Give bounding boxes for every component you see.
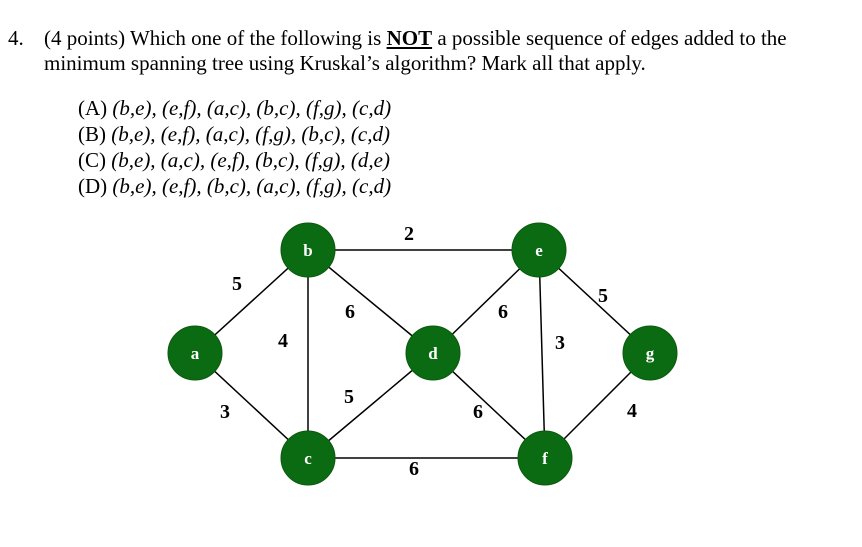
node-c: c <box>280 430 336 486</box>
option-b[interactable]: (B) (b,e), (e,f), (a,c), (f,g), (b,c), (… <box>78 121 391 147</box>
node-label-c: c <box>304 449 312 468</box>
option-sequence: (b,e), (a,c), (e,f), (b,c), (f,g), (d,e) <box>111 148 390 172</box>
node-e: e <box>511 222 567 278</box>
option-sequence: (b,e), (e,f), (b,c), (a,c), (f,g), (c,d) <box>112 174 392 198</box>
node-a: a <box>167 325 223 381</box>
weight-a-c: 3 <box>220 401 230 423</box>
question-text-after: a possible sequence of edges added to th… <box>437 26 787 50</box>
node-label-e: e <box>535 241 543 260</box>
weight-c-d: 5 <box>344 386 354 408</box>
question-text-before: (4 points) Which one of the following is <box>44 26 382 50</box>
option-letter: (D) <box>78 174 108 198</box>
node-b: b <box>280 222 336 278</box>
question-line-2: minimum spanning tree using Kruskal’s al… <box>44 51 646 75</box>
option-sequence: (b,e), (e,f), (a,c), (b,c), (f,g), (c,d) <box>112 96 392 120</box>
edge-weights: 5 3 4 2 6 5 6 6 6 3 5 4 <box>220 223 637 480</box>
answer-options: (A) (b,e), (e,f), (a,c), (b,c), (f,g), (… <box>78 95 391 199</box>
node-label-g: g <box>646 344 655 363</box>
option-d[interactable]: (D) (b,e), (e,f), (b,c), (a,c), (f,g), (… <box>78 173 391 199</box>
weight-c-f: 6 <box>409 458 419 480</box>
question-text: 4. (4 points) Which one of the following … <box>8 26 858 76</box>
weight-e-g: 5 <box>598 285 608 307</box>
option-sequence: (b,e), (e,f), (a,c), (f,g), (b,c), (c,d) <box>111 122 390 146</box>
option-letter: (B) <box>78 122 106 146</box>
weight-b-d: 6 <box>345 301 355 323</box>
question-line-1: 4. (4 points) Which one of the following … <box>8 26 858 51</box>
weight-f-g: 4 <box>627 400 637 422</box>
node-label-d: d <box>428 344 438 363</box>
node-g: g <box>622 325 678 381</box>
weight-d-e: 6 <box>498 301 508 323</box>
weight-b-e: 2 <box>404 223 414 245</box>
option-c[interactable]: (C) (b,e), (a,c), (e,f), (b,c), (f,g), (… <box>78 147 391 173</box>
question-number: 4. <box>8 26 24 50</box>
question-emphasis-not: NOT <box>386 26 433 50</box>
weight-e-f: 3 <box>555 332 565 354</box>
node-d: d <box>405 325 461 381</box>
node-label-f: f <box>542 449 548 468</box>
option-letter: (A) <box>78 96 108 120</box>
edge-e-f <box>538 249 546 459</box>
option-a[interactable]: (A) (b,e), (e,f), (a,c), (b,c), (f,g), (… <box>78 95 391 121</box>
option-letter: (C) <box>78 148 106 172</box>
node-f: f <box>517 430 573 486</box>
weight-d-f: 6 <box>473 401 483 423</box>
weight-a-b: 5 <box>232 273 242 295</box>
weight-b-c: 4 <box>278 330 288 352</box>
node-label-a: a <box>191 344 200 363</box>
node-label-b: b <box>303 241 312 260</box>
